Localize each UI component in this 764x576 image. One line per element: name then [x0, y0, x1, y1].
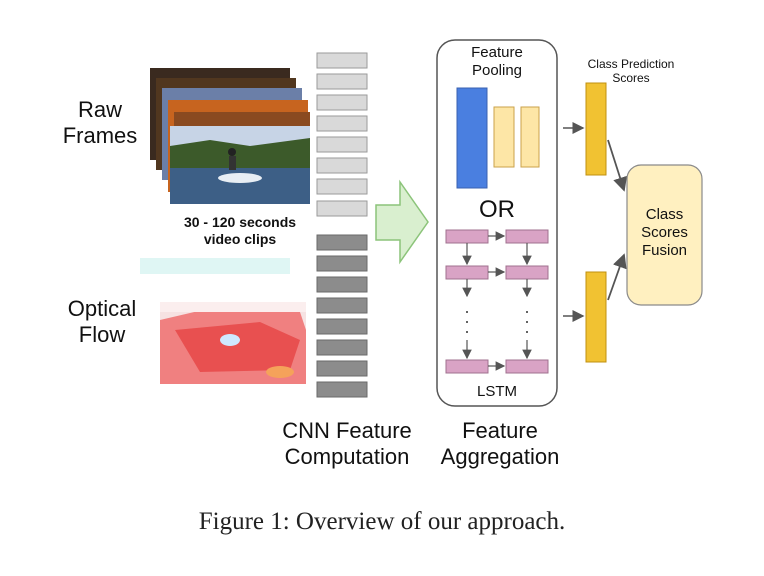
- rgb-feature-blocks: [316, 52, 368, 217]
- feature-aggregation-label: Feature Aggregation: [440, 418, 560, 470]
- optical-flow-image: [140, 258, 306, 384]
- fusion-label: Class Scores Fusion: [641, 206, 688, 259]
- fusion-box: [626, 164, 703, 306]
- score-bar-bottom: [585, 271, 607, 363]
- clip-length-label: 30 - 120 seconds video clips: [183, 214, 297, 247]
- optical-flow-label: Optical Flow: [67, 296, 137, 348]
- raw-frame-stack: [150, 68, 310, 204]
- raw-frames-label: Raw Frames: [62, 97, 138, 149]
- class-prediction-label: Class Prediction Scores: [587, 57, 675, 86]
- cnn-feature-label: CNN Feature Computation: [282, 418, 412, 470]
- pooling-bars: [456, 87, 540, 189]
- arrow-to-fusion-bottom: [607, 253, 627, 301]
- arrow-to-fusion-top: [607, 139, 628, 192]
- score-bar-top: [585, 82, 607, 176]
- feature-pooling-label: Feature Pooling: [471, 44, 523, 79]
- lstm-label: LSTM: [476, 383, 517, 400]
- diagram-canvas: [140, 39, 703, 407]
- figure-caption: Figure 1: Overview of our approach.: [198, 508, 566, 535]
- flow-feature-blocks: [316, 234, 368, 398]
- or-label: OR: [479, 196, 515, 223]
- lstm-grid: [445, 229, 549, 374]
- green-flow-arrow: [375, 179, 429, 265]
